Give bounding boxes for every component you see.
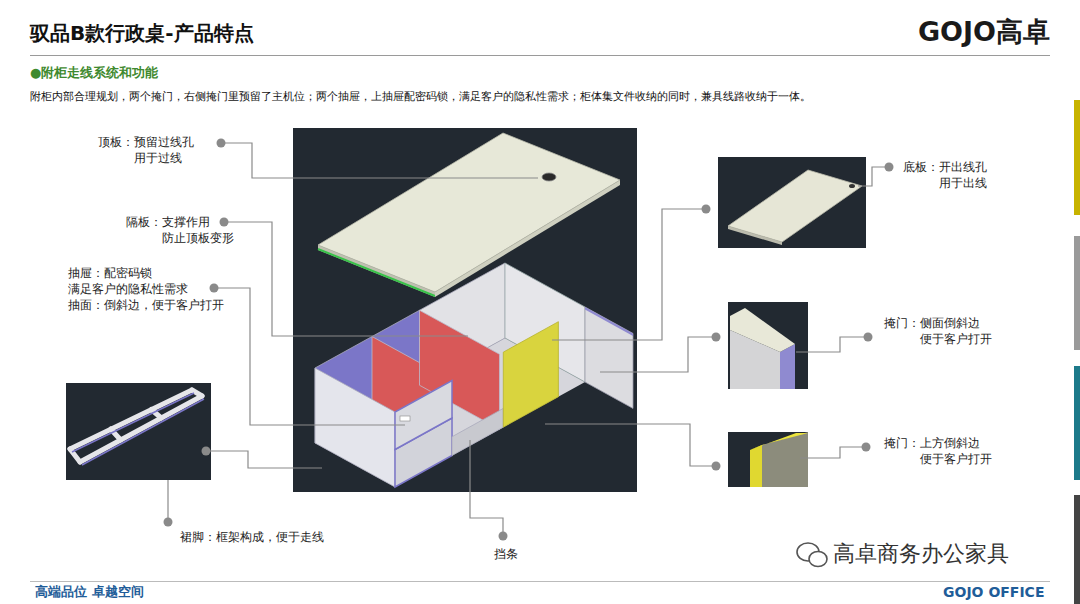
door-edge	[585, 307, 633, 336]
edge-bar	[1074, 366, 1080, 480]
top-plate	[318, 133, 620, 292]
slide-title: 驭品B款行政桌-产品特点	[30, 20, 254, 46]
footer-rule	[30, 581, 1050, 582]
intro-text: 附柜内部合理规划，两个掩门，右侧掩门里预留了主机位；两个抽屉，上抽屉配密码锁，满…	[30, 89, 811, 105]
leader-dot	[164, 139, 894, 541]
door	[503, 322, 558, 427]
callout-text: 掩门：侧面倒斜边 便于客户打开	[884, 315, 997, 347]
callout-text: 隔板：支撑作用 防止顶板变形	[126, 214, 239, 246]
door-detail	[762, 432, 808, 487]
callout-text: 裙脚：框架构成，便于走线	[180, 529, 324, 545]
drawer-front	[395, 381, 452, 450]
watermark: 高卓商务办公家具	[833, 541, 1009, 567]
door-detail	[730, 308, 795, 352]
callout-text: 顶板：预留过线孔 用于过线	[98, 134, 201, 166]
render-panel	[728, 302, 808, 389]
chat-icon	[797, 543, 827, 567]
cable-hole	[542, 173, 556, 181]
footer-brand: GOJO OFFICE	[943, 584, 1044, 600]
baffle	[452, 408, 503, 455]
render-panel	[718, 157, 866, 248]
callout-text: 抽面：倒斜边，便于客户打开	[68, 297, 224, 313]
edge-bar	[1074, 236, 1080, 350]
cable-hole	[849, 184, 855, 188]
callout-text: 挡条	[494, 546, 518, 562]
edge-bar	[1074, 100, 1080, 215]
render-panel	[66, 383, 211, 480]
leader-line	[168, 143, 889, 532]
render-panel	[293, 128, 637, 492]
door-detail	[750, 445, 762, 487]
door-detail	[750, 433, 808, 450]
callout-text: 抽屉：配密码锁 满足客户的隐私性需求	[68, 265, 195, 297]
footer-slogan: 高端品位 卓越空间	[35, 584, 144, 600]
plinth-frame	[70, 390, 202, 462]
header-rule	[30, 55, 1050, 56]
edge-bar	[1074, 495, 1080, 604]
plinth-frame-edge	[72, 393, 204, 465]
end-panel	[315, 368, 395, 487]
callout-text: 掩门：上方倒斜边 便于客户打开	[884, 435, 997, 467]
lock	[400, 416, 410, 421]
callout-text: 底板：开出线孔 用于出线	[903, 159, 1006, 191]
open-door	[585, 307, 633, 408]
render-panel	[728, 432, 808, 487]
brand-logo: GOJO高卓	[918, 16, 1050, 48]
section-heading: ●附柜走线系统和功能	[30, 64, 158, 82]
bottom-plate	[728, 170, 862, 242]
